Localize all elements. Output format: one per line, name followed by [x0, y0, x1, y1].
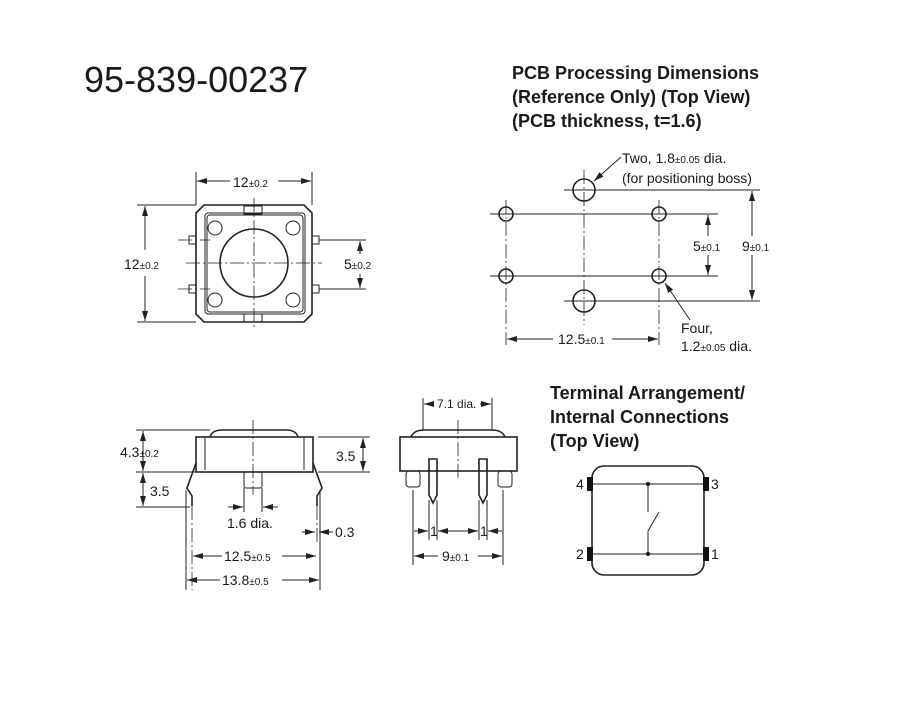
pin-label-3: 3 [711, 476, 719, 492]
overall-span-dimension: 13.8±0.5 [222, 572, 269, 588]
terminal-heading: Terminal Arrangement/ Internal Connectio… [550, 383, 745, 451]
boss-hole-note-line2: (for positioning boss) [622, 170, 752, 186]
terminal-heading-line: Terminal Arrangement/ [550, 383, 745, 403]
plunger-diameter-dimension: 7.1 dia. [437, 397, 476, 411]
body-height-dimension: 3.5 [336, 448, 356, 464]
terminal-hole-note-line2: 1.2±0.05 dia. [681, 338, 752, 354]
pcb-heading: PCB Processing Dimensions (Reference Onl… [512, 63, 759, 131]
pcb-5-dimension: 5±0.1 [693, 238, 721, 254]
top-width-dimension: 12±0.2 [233, 174, 268, 190]
pin-width-dimension: 1 [480, 523, 488, 539]
total-height-dimension: 4.3±0.2 [120, 444, 159, 460]
leg-length-dimension: 3.5 [150, 483, 170, 499]
side-view-drawing [136, 420, 370, 590]
front-view-drawing [399, 398, 518, 565]
pcb-heading-line: (PCB thickness, t=1.6) [512, 111, 702, 131]
pin-label-4: 4 [576, 476, 584, 492]
top-pitch-dimension: 5±0.2 [344, 256, 372, 272]
terminal-schematic [587, 465, 709, 576]
terminal-heading-line: Internal Connections [550, 407, 729, 427]
pcb-12-5-dimension: 12.5±0.1 [558, 331, 605, 347]
pin-label-1: 1 [711, 546, 719, 562]
pcb-heading-line: (Reference Only) (Top View) [512, 87, 750, 107]
front-pitch-dimension: 9±0.1 [442, 548, 470, 564]
boss-hole-note: Two, 1.8±0.05 dia. [622, 150, 726, 166]
pcb-heading-line: PCB Processing Dimensions [512, 63, 759, 83]
part-number-title: 95-839-00237 [84, 59, 308, 100]
top-view-drawing [137, 172, 366, 330]
lead-thickness-dimension: 0.3 [335, 524, 355, 540]
terminal-heading-line: (Top View) [550, 431, 639, 451]
stem-diameter-dimension: 1.6 dia. [227, 515, 273, 531]
terminal-hole-note: Four, [681, 320, 713, 336]
pin-label-2: 2 [576, 546, 584, 562]
pcb-9-dimension: 9±0.1 [742, 238, 770, 254]
top-height-dimension: 12±0.2 [124, 256, 159, 272]
pin-width-dimension: 1 [430, 523, 438, 539]
lead-span-dimension: 12.5±0.5 [224, 548, 271, 564]
pcb-hole-drawing [490, 156, 760, 345]
